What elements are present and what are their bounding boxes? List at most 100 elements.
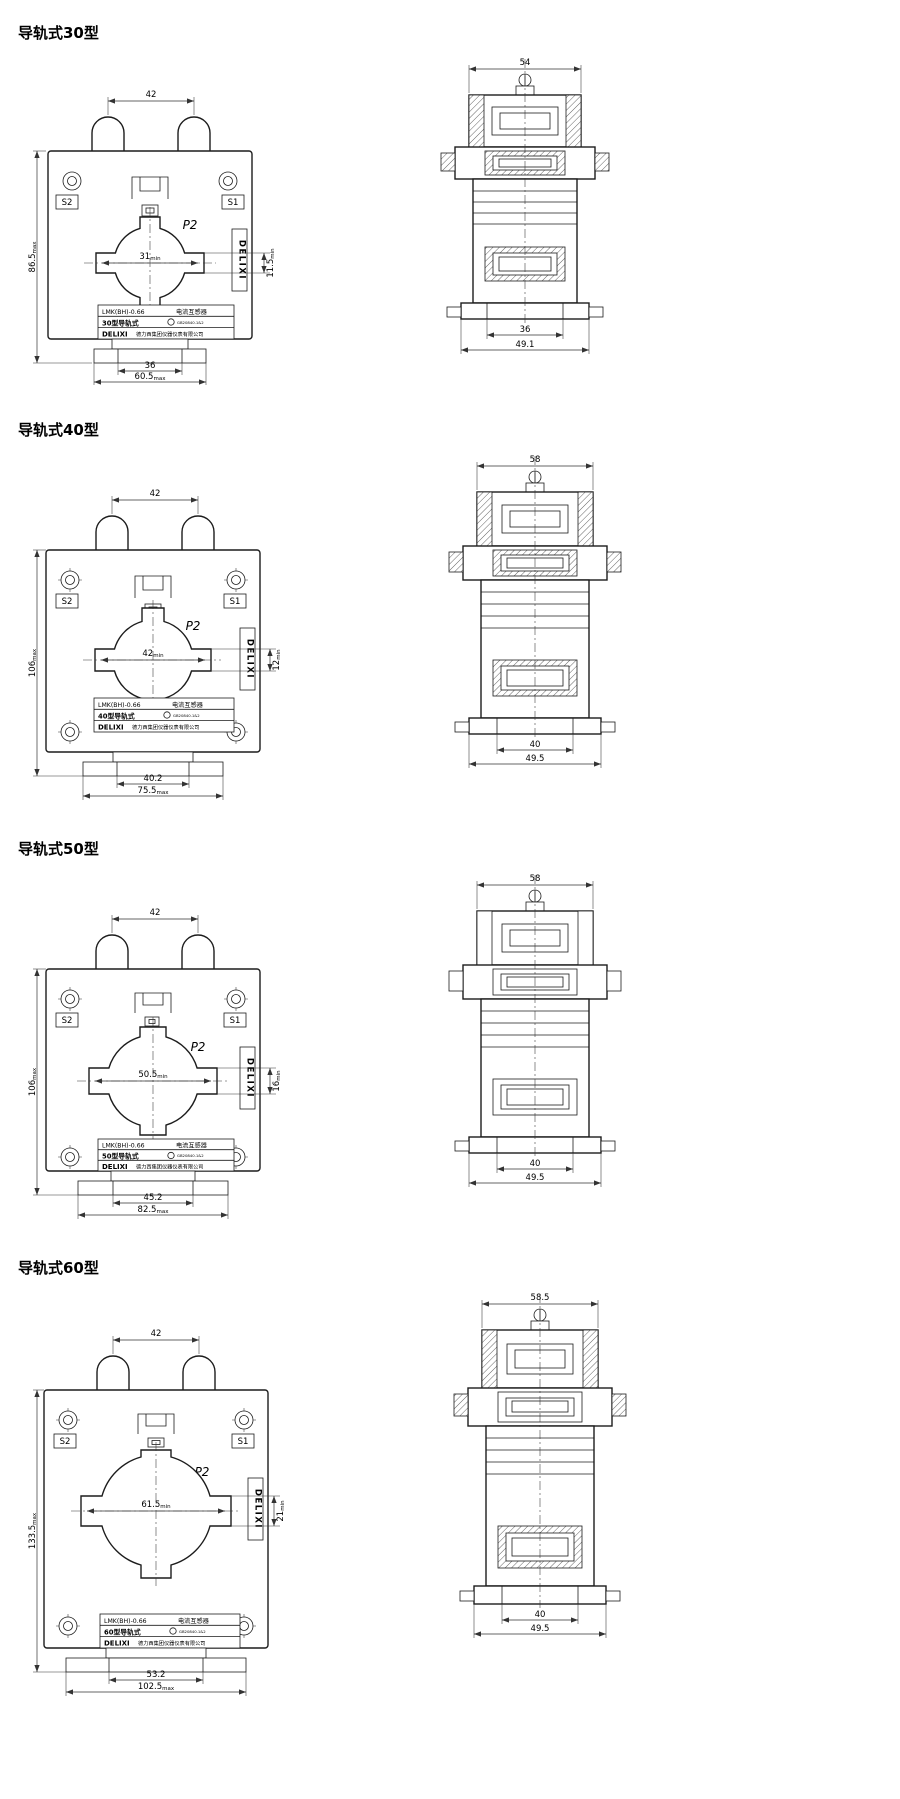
mounting-screw-top-left — [58, 568, 82, 592]
dim-top-width: 42 — [111, 489, 199, 514]
svg-text:75.5max: 75.5max — [138, 786, 170, 796]
front-view-type30: 42 86.5max S2 S1 — [28, 90, 276, 385]
svg-text:DELIXI: DELIXI — [102, 1163, 128, 1171]
dim-rail-width: 40 — [496, 1153, 574, 1173]
svg-text:GB20840.1&2: GB20840.1&2 — [179, 1629, 206, 1634]
svg-text:61.5min: 61.5min — [141, 1500, 171, 1510]
dim-hole-width: 42min — [101, 649, 205, 663]
ccc-mark-icon — [169, 1627, 177, 1635]
dim-slot-height: 16min — [217, 1067, 282, 1095]
mount-ears — [95, 934, 215, 972]
svg-text:S1: S1 — [230, 597, 241, 607]
din-rail-foot — [65, 1647, 247, 1673]
svg-text:31min: 31min — [139, 252, 161, 262]
front-view-type50: 42 106max — [28, 908, 282, 1219]
svg-text:S2: S2 — [62, 1016, 73, 1026]
svg-text:德力西集团仪器仪表有限公司: 德力西集团仪器仪表有限公司 — [138, 1639, 205, 1647]
mounting-screw-top-left — [62, 171, 82, 191]
dim-top-width: 42 — [107, 90, 195, 115]
dim-rail-width: 36 — [486, 319, 564, 339]
side-view-type40: 58 — [448, 455, 622, 768]
svg-text:86.5max: 86.5max — [28, 241, 38, 273]
svg-text:40: 40 — [530, 740, 541, 750]
svg-text:50.5min: 50.5min — [138, 1070, 168, 1080]
dim-foot-width: 49.5 — [468, 1153, 602, 1187]
mounting-screw-top-right — [232, 1408, 256, 1432]
dim-overall-height: 106max — [28, 549, 83, 777]
side-view-type60: 58.5 — [453, 1293, 627, 1638]
dim-rail-width: 45.2 — [112, 1193, 194, 1207]
svg-text:S2: S2 — [60, 1437, 71, 1447]
svg-text:53.2: 53.2 — [147, 1670, 166, 1680]
svg-text:40.2: 40.2 — [144, 774, 163, 784]
svg-text:S2: S2 — [62, 597, 73, 607]
svg-text:12min: 12min — [272, 649, 282, 671]
conductor-clamp — [134, 992, 172, 1027]
terminal-label-s2: S2 — [53, 1433, 77, 1449]
section-type60: 导轨式60型 42 133.5max — [0, 1257, 900, 1706]
svg-text:106max: 106max — [28, 648, 38, 677]
nameplate: LMK(BH)-0.66 电流互感器 30型导轨式 GB20840.1&2 DE… — [97, 304, 235, 340]
dim-rail-width: 40 — [501, 1604, 579, 1624]
mounting-screw-bottom-left — [56, 1614, 80, 1638]
dim-rail-width: 36 — [117, 361, 183, 375]
svg-text:30型导轨式: 30型导轨式 — [102, 319, 139, 328]
section-title: 导轨式60型 — [18, 1259, 99, 1277]
svg-text:36: 36 — [520, 325, 531, 335]
dim-foot-width: 49.5 — [473, 1604, 607, 1638]
svg-text:DELIXI: DELIXI — [104, 1640, 130, 1648]
svg-text:DELIXI: DELIXI — [237, 240, 247, 280]
dim-overall-height: 106max — [28, 968, 78, 1196]
svg-text:DELIXI: DELIXI — [245, 1058, 255, 1098]
dim-rail-width: 40 — [496, 734, 574, 754]
dim-overall-width: 102.5max — [65, 1672, 247, 1696]
svg-text:49.5: 49.5 — [526, 1173, 545, 1183]
dim-foot-width: 49.1 — [460, 319, 590, 354]
svg-text:LMK(BH)-0.66: LMK(BH)-0.66 — [98, 702, 141, 709]
din-rail-foot — [82, 751, 224, 777]
dim-slot-height: 12min — [211, 648, 282, 672]
nameplate: LMK(BH)-0.66 电流互感器 40型导轨式 GB20840.1&2 DE… — [93, 697, 235, 733]
svg-text:82.5max: 82.5max — [138, 1205, 170, 1215]
terminal-label-s2: S2 — [55, 1012, 79, 1028]
dim-overall-height: 86.5max — [28, 150, 92, 364]
svg-text:42: 42 — [150, 489, 161, 499]
polarity-label-p2: P2 — [186, 619, 201, 633]
svg-text:LMK(BH)-0.66: LMK(BH)-0.66 — [102, 1143, 145, 1150]
svg-text:GB20840.1&2: GB20840.1&2 — [177, 1153, 204, 1158]
terminal-label-s2: S2 — [55, 593, 79, 609]
brand-strip: DELIXI — [231, 228, 248, 292]
svg-text:106max: 106max — [28, 1067, 38, 1096]
mount-ears — [95, 515, 215, 553]
dim-hole-width: 50.5min — [95, 1070, 211, 1084]
svg-text:42: 42 — [150, 908, 161, 918]
svg-text:36: 36 — [145, 361, 156, 371]
section-title: 导轨式30型 — [18, 24, 99, 42]
terminal-label-s1: S1 — [223, 593, 247, 609]
section-type40: 导轨式40型 42 106max — [0, 419, 900, 810]
svg-text:S1: S1 — [238, 1437, 249, 1447]
svg-text:49.1: 49.1 — [516, 340, 535, 350]
din-rail-foot — [77, 1170, 229, 1196]
svg-text:S2: S2 — [62, 198, 73, 208]
svg-text:S1: S1 — [230, 1016, 241, 1026]
svg-text:133.5max: 133.5max — [28, 1512, 38, 1549]
svg-text:LMK(BH)-0.66: LMK(BH)-0.66 — [104, 1618, 147, 1625]
ccc-mark-icon — [163, 711, 171, 719]
brand-strip: DELIXI — [239, 1046, 256, 1110]
terminal-label-s2: S2 — [55, 194, 79, 210]
mounting-screw-top-left — [56, 1408, 80, 1432]
dim-overall-height: 133.5max — [28, 1389, 66, 1673]
ccc-mark-icon — [167, 1151, 175, 1160]
svg-text:LMK(BH)-0.66: LMK(BH)-0.66 — [102, 309, 145, 316]
dim-rail-width: 53.2 — [108, 1670, 204, 1684]
terminal-label-s1: S1 — [231, 1433, 255, 1449]
svg-text:11.5min: 11.5min — [266, 248, 276, 278]
front-view-type40: 42 106max — [28, 489, 282, 800]
brand-strip: DELIXI — [247, 1477, 264, 1541]
section-title: 导轨式40型 — [18, 421, 99, 439]
mounting-screw-bottom-left — [58, 1145, 82, 1169]
mount-ears — [91, 116, 211, 154]
svg-text:40: 40 — [530, 1159, 541, 1169]
svg-text:电流互感器: 电流互感器 — [178, 1617, 210, 1625]
